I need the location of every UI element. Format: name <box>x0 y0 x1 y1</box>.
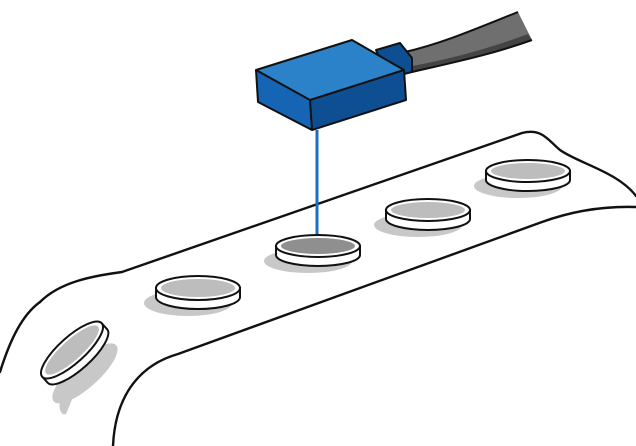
disc-face <box>391 202 465 218</box>
cable-body <box>405 12 532 72</box>
sensor-outline <box>255 39 407 131</box>
sensor-cable <box>404 11 533 73</box>
disc <box>474 159 571 198</box>
disc-shadow <box>52 343 118 404</box>
sensor-top-face <box>256 40 404 100</box>
laser-sensor <box>255 39 413 131</box>
disc-face <box>281 238 355 254</box>
sensor-side-face <box>310 70 406 130</box>
disc-face <box>161 279 235 297</box>
disc <box>40 320 118 404</box>
disc-face <box>45 325 99 375</box>
conveyor-belt-bottom-edge <box>111 205 636 446</box>
target-disc <box>264 234 361 273</box>
conveyor-belt-surface <box>34 132 636 446</box>
cable-outline <box>404 11 533 73</box>
conveyor-belt <box>0 130 636 446</box>
cable-highlight <box>412 34 532 72</box>
disc <box>144 275 241 316</box>
discs-group <box>40 159 571 415</box>
disc <box>374 198 471 237</box>
conveyor-belt-top-edge <box>38 130 636 304</box>
sensor-front-face <box>256 70 312 130</box>
conveyor-belt-left-edge <box>0 300 42 374</box>
disc-face <box>491 163 565 179</box>
